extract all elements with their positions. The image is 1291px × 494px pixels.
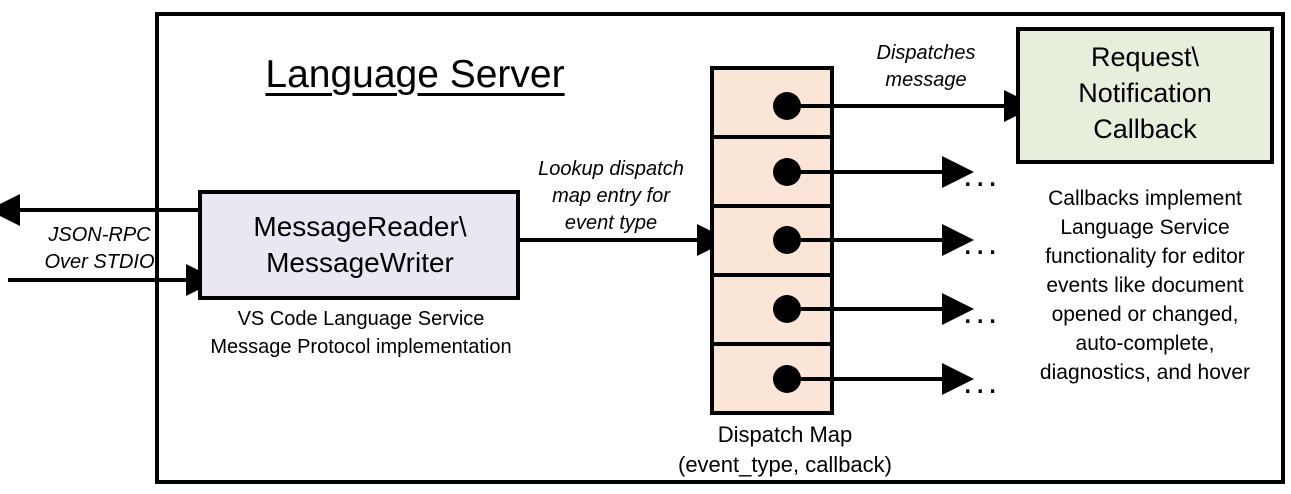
dispatch-map-caption: Dispatch Map (event_type, callback): [678, 422, 892, 477]
callback-description-caption: Callbacks implement Language Service fun…: [1039, 187, 1251, 384]
message-reader-writer-label: MessageReader\ MessageWriter: [253, 211, 467, 279]
dispatch-row-4-ellipsis: ...: [963, 293, 1001, 331]
dispatch-row-dot: [773, 226, 801, 254]
message-reader-writer-box: [198, 190, 520, 300]
message-reader-writer-caption: VS Code Language Service Message Protoco…: [210, 308, 512, 358]
dispatches-message-label: Dispatches message: [876, 42, 976, 92]
dispatch-row-5-ellipsis: ...: [963, 363, 1001, 401]
dispatch-map-row: [710, 66, 834, 139]
dispatch-row-dot: [773, 158, 801, 186]
request-notification-callback-label: Request\ Notification Callback: [1078, 42, 1212, 144]
jsonrpc-channel-label: JSON-RPC Over STDIO: [44, 224, 155, 273]
lookup-dispatch-label: Lookup dispatch map entry for event type: [538, 158, 684, 235]
dispatch-row-3-connector: [773, 224, 974, 256]
dispatch-row-4-connector: [773, 293, 974, 325]
dispatch-row-2-ellipsis: ...: [963, 156, 1001, 194]
dispatch-row-dot: [773, 295, 801, 323]
dispatch-row-dot: [773, 365, 801, 393]
dispatch-row-2-connector: [773, 156, 974, 188]
dispatch-map-table: [710, 66, 834, 415]
dispatch-row-dot: [773, 92, 801, 120]
language-server-boundary: [155, 12, 1285, 484]
page-title: Language Server: [265, 53, 565, 96]
request-notification-callback-box: [1016, 27, 1274, 164]
dispatch-row-3-ellipsis: ...: [963, 224, 1001, 262]
dispatch-row-1-connector: [773, 90, 1036, 122]
dispatch-row-5-connector: [773, 363, 974, 395]
